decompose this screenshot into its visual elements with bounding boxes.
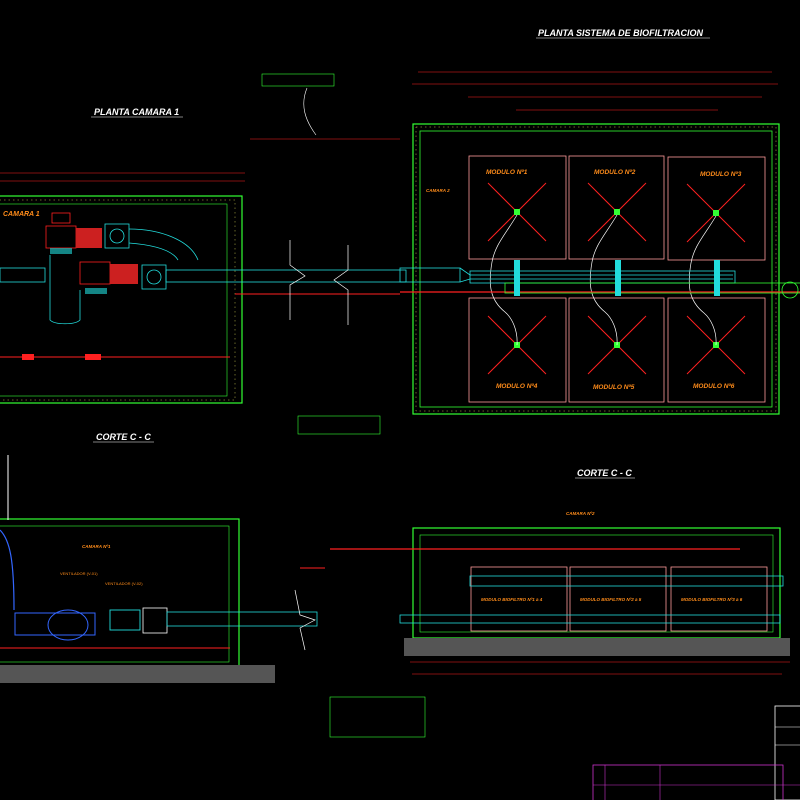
note-box-top bbox=[261, 73, 335, 87]
fan-v01-label: VENTILADOR (V-01) bbox=[60, 571, 98, 576]
chamber1-label: CAMARA 1 bbox=[3, 211, 40, 218]
section-right: CORTE C - C CAMARA Nº2 MODULO BIOFILTRO … bbox=[330, 468, 790, 675]
module-6-label: MODULO Nº6 bbox=[693, 383, 735, 390]
biofilter-module-3-label: MODULO BIOFILTRO Nº3 a 6 bbox=[681, 597, 743, 602]
module-5-label: MODULO Nº5 bbox=[593, 384, 635, 391]
chamber1-wall bbox=[0, 195, 243, 404]
module-1 bbox=[468, 155, 567, 260]
section-right-title: CORTE C - C bbox=[577, 468, 632, 478]
ground-hatch-right bbox=[404, 638, 790, 656]
fan-v02-label: VENTILADOR (V-02) bbox=[105, 581, 143, 586]
chamber1-plan-title: PLANTA CAMARA 1 bbox=[94, 107, 179, 117]
chamber-n1-label: CAMARA Nº1 bbox=[82, 544, 111, 549]
module-4 bbox=[468, 297, 567, 403]
note-box-bottom bbox=[329, 696, 426, 738]
chamber2-label: CAMARA 2 bbox=[426, 188, 450, 193]
biofilter-module-1-label: MODULO BIOFILTRO Nº1 a 4 bbox=[481, 597, 543, 602]
module-6 bbox=[667, 297, 766, 403]
biofiltration-plan-title: PLANTA SISTEMA DE BIOFILTRACION bbox=[538, 28, 703, 38]
module-2 bbox=[568, 155, 665, 260]
biofiltration-plan: PLANTA SISTEMA DE BIOFILTRACION CAMARA 2 bbox=[399, 28, 800, 415]
chamber-n2-wall bbox=[412, 527, 781, 639]
module-1-label: MODULO Nº1 bbox=[486, 169, 528, 176]
module-5 bbox=[568, 297, 665, 403]
section-left: CORTE C - C CAMARA Nº1 VENTILADOR (V-01)… bbox=[0, 432, 426, 738]
chamber1-plan: PLANTA CAMARA 1 CAMARA 1 bbox=[0, 73, 407, 435]
section-left-title: CORTE C - C bbox=[96, 432, 151, 442]
chamber2-wall bbox=[412, 123, 780, 415]
module-3-label: MODULO Nº3 bbox=[700, 171, 742, 178]
main-duct bbox=[399, 260, 800, 299]
title-block bbox=[592, 705, 800, 800]
module-4-label: MODULO Nº4 bbox=[496, 383, 538, 390]
module-2-label: MODULO Nº2 bbox=[594, 169, 636, 176]
ground-hatch-left bbox=[0, 665, 275, 683]
biofilter-module-2-label: MODULO BIOFILTRO Nº2 a 5 bbox=[580, 597, 642, 602]
chamber-n2-label: CAMARA Nº2 bbox=[566, 511, 595, 516]
note-box-mid bbox=[297, 415, 381, 435]
chamber-n1-wall bbox=[0, 518, 240, 669]
